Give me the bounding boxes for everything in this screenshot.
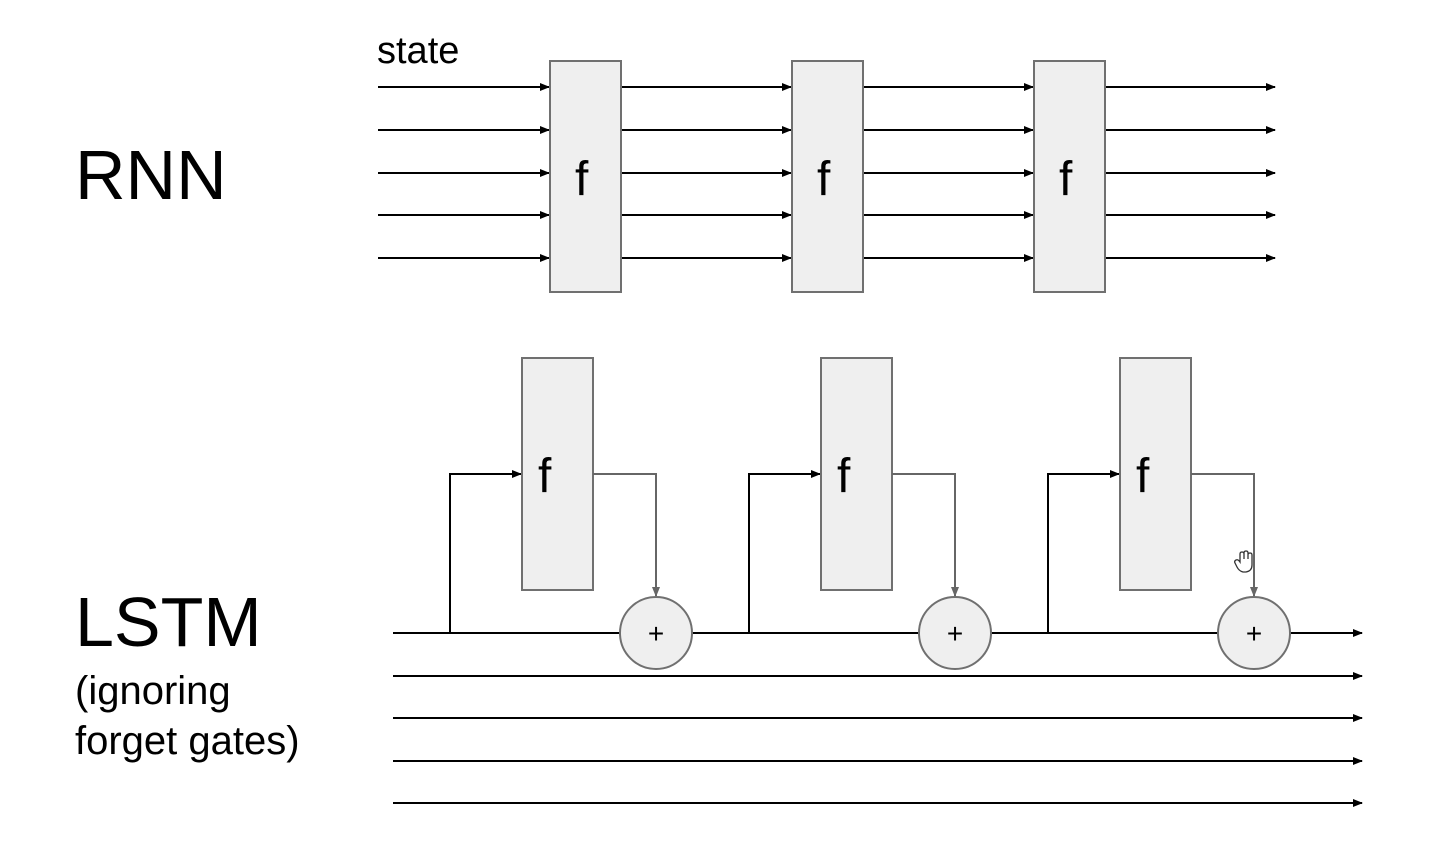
rnn-state-lines (378, 83, 1276, 262)
lstm-unit-3: f + (1047, 357, 1291, 670)
lstm-add-2-label: + (947, 618, 963, 649)
rnn-cell-3-label: f (1059, 153, 1073, 206)
lstm-state-lines (393, 629, 1363, 807)
lstm-add-1-label: + (648, 618, 664, 649)
lstm-title: LSTM (75, 583, 262, 661)
state-label: state (377, 30, 460, 72)
lstm-add-3-label: + (1246, 618, 1262, 649)
lstm-subtitle: (ignoring forget gates) (75, 666, 300, 766)
hand-cursor-icon (1234, 550, 1253, 573)
rnn-cell-3: f (1033, 60, 1106, 293)
lstm-subtitle-line-2: forget gates) (75, 719, 300, 763)
lstm-subtitle-line-1: (ignoring (75, 669, 231, 713)
lstm-cell-3-label: f (1136, 450, 1150, 503)
lstm-unit-2: f + (748, 357, 992, 670)
rnn-cell-1-label: f (575, 153, 589, 206)
lstm-unit-1: f + (449, 357, 693, 670)
lstm-diagram: f + f + f + (393, 357, 1363, 807)
lstm-cell-2-label: f (837, 450, 851, 503)
lstm-cell-1-label: f (538, 450, 552, 503)
rnn-cell-2: f (791, 60, 864, 293)
rnn-title: RNN (75, 136, 227, 214)
rnn-cell-1: f (549, 60, 622, 293)
rnn-diagram: f f f (378, 60, 1276, 293)
rnn-cell-2-label: f (817, 153, 831, 206)
